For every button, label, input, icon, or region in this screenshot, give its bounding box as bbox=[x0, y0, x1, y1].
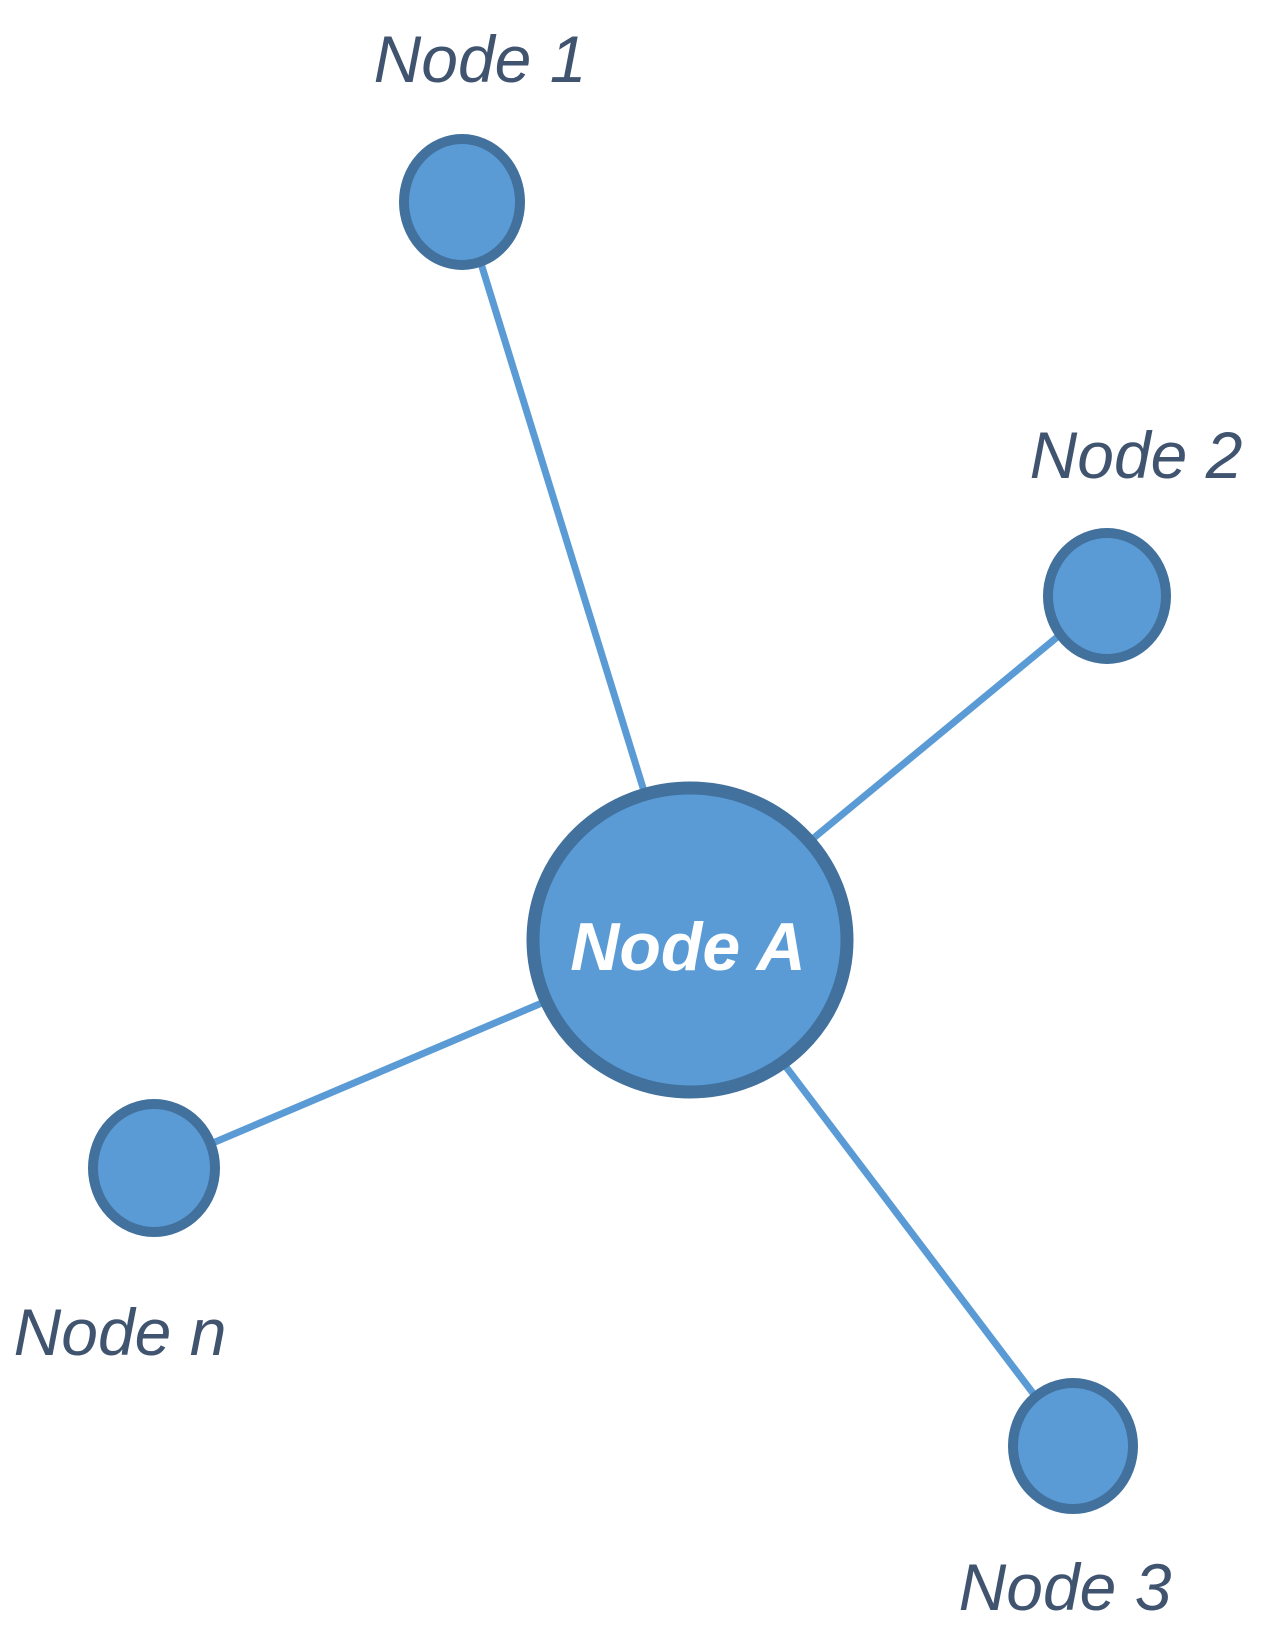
node-3-circle bbox=[1008, 1378, 1138, 1514]
node-n-circle bbox=[88, 1099, 220, 1237]
node-2-circle bbox=[1043, 528, 1171, 664]
node-3-label: Node 3 bbox=[959, 1550, 1172, 1624]
node-a-circle bbox=[526, 781, 854, 1099]
node-a-label: Node A bbox=[570, 909, 805, 985]
node-1-circle bbox=[399, 134, 525, 270]
node-1-label: Node 1 bbox=[374, 22, 587, 96]
node-2-label: Node 2 bbox=[1030, 418, 1243, 492]
node-n-label: Node n bbox=[14, 1295, 227, 1369]
